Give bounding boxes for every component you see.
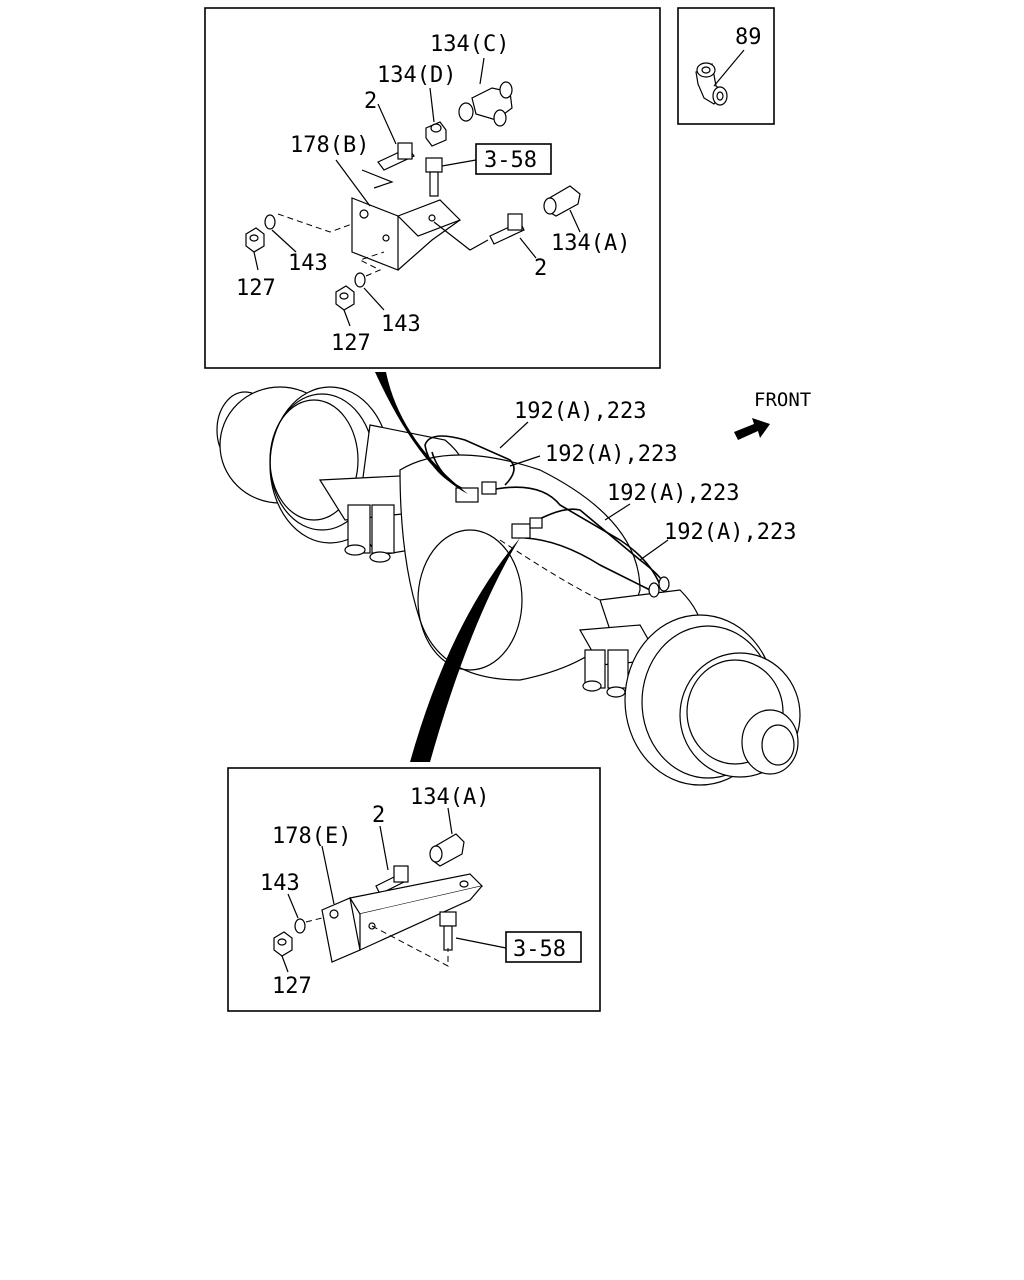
- bottom-inset: 134(A) 2 178(E) 143 127 3-58: [227, 767, 601, 1012]
- callout-143-left: 143: [288, 251, 328, 276]
- front-indicator: FRONT: [734, 389, 811, 440]
- callout-pipe-1: 192(A),223: [514, 399, 646, 424]
- ref-3-58-bottom: 3-58: [513, 937, 566, 962]
- callout-134a-top: 134(A): [551, 231, 630, 256]
- axle-assembly: [216, 386, 801, 786]
- callout-89: 89: [735, 25, 762, 50]
- callout-127-bottom: 127: [331, 331, 371, 356]
- callout-2-bottom: 2: [372, 803, 385, 828]
- callout-127-bottom-inset: 127: [272, 974, 312, 999]
- callout-127-left: 127: [236, 276, 276, 301]
- callout-pipe-2: 192(A),223: [545, 442, 677, 467]
- corner-inset: 89: [677, 7, 775, 125]
- bracket-178b: [335, 159, 489, 271]
- callout-134a-bottom: 134(A): [410, 785, 489, 810]
- top-inset-pointer: [375, 372, 468, 494]
- callout-2-right: 2: [534, 256, 547, 281]
- washer-nut-bottom: [335, 251, 385, 327]
- washer-nut-left: [245, 213, 353, 271]
- union-top: [377, 103, 415, 171]
- top-inset: 134(C) 134(D) 2 178(B) 3-58 134(A) 2 143…: [204, 7, 661, 369]
- callout-178b: 178(B): [290, 133, 369, 158]
- nut-134d: [425, 87, 447, 147]
- nut-134a-bottom: [429, 807, 465, 867]
- callout-143-bottom-inset: 143: [260, 871, 300, 896]
- ref-3-58-top: 3-58: [484, 148, 537, 173]
- bracket-178e: [321, 845, 484, 963]
- callout-134d: 134(D): [377, 63, 456, 88]
- union-bottom: [375, 825, 409, 895]
- elbow-fitting: [695, 49, 745, 106]
- front-label: FRONT: [754, 389, 811, 411]
- washer-nut-bottom-inset: [273, 893, 323, 973]
- bottom-inset-pointer: [410, 538, 520, 762]
- callout-2-top: 2: [364, 89, 377, 114]
- callout-143-bottom: 143: [381, 312, 421, 337]
- tee-fitting: [458, 57, 513, 127]
- union-right: [489, 213, 537, 259]
- bolt-top: [425, 143, 552, 197]
- callout-134c: 134(C): [430, 32, 509, 57]
- bolt-bottom: [371, 911, 582, 967]
- front-arrow-icon: [734, 418, 770, 440]
- nut-134a-top: [543, 185, 581, 233]
- callout-178e: 178(E): [272, 824, 351, 849]
- callout-pipe-4: 192(A),223: [664, 520, 796, 545]
- callout-pipe-3: 192(A),223: [607, 481, 739, 506]
